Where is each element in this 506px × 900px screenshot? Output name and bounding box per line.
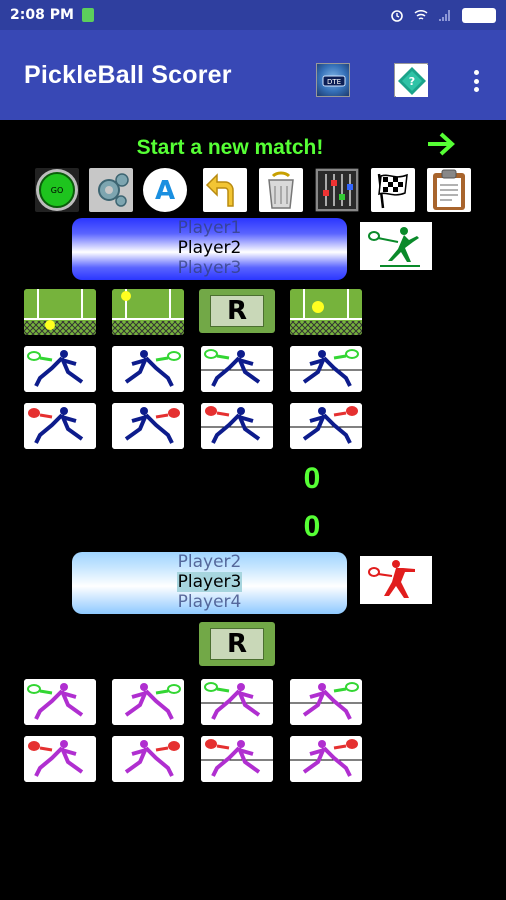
player-serve-green-icon (290, 679, 362, 725)
wifi-icon (414, 9, 428, 20)
team2-serve-green-4[interactable] (290, 679, 362, 725)
team1-serve-green-1[interactable] (24, 346, 96, 392)
tennis-court-icon (290, 289, 362, 335)
player-serve-green-icon (290, 346, 362, 392)
a-label: A (155, 176, 175, 206)
player-serve-green-icon (24, 679, 96, 725)
player-serve-red-icon (201, 403, 273, 449)
status-bar: 2:08 PM (0, 0, 506, 30)
notification-app-icon (81, 8, 94, 22)
clipboard-button[interactable] (427, 168, 471, 212)
team1-player-picker[interactable]: Player1 Player2 Player3 (72, 218, 347, 280)
help-label: ? (409, 75, 415, 88)
go-button[interactable]: GO (35, 168, 79, 212)
undo-button[interactable] (203, 168, 247, 212)
team2-serve-red-2[interactable] (112, 736, 184, 782)
app-bar: PickleBall Scorer DTE ? (0, 30, 506, 120)
status-icons (390, 7, 496, 23)
team1-serve-red-2[interactable] (112, 403, 184, 449)
go-icon: GO (36, 169, 78, 211)
team1-serve-red-1[interactable] (24, 403, 96, 449)
sliders-icon (316, 169, 358, 211)
dte-button[interactable]: DTE (316, 63, 350, 97)
team2-reset-button[interactable]: R (199, 622, 275, 666)
player-serve-red-icon (290, 736, 362, 782)
team1-reset-label: R (226, 296, 248, 326)
court-tile-2[interactable] (112, 289, 184, 335)
tennis-court-icon (112, 289, 184, 335)
team1-serve-red-4[interactable] (290, 403, 362, 449)
team2-serve-green-2[interactable] (112, 679, 184, 725)
dte-label: DTE (327, 78, 341, 86)
team1-player-image (360, 222, 432, 270)
team1-player-next[interactable]: Player3 (177, 258, 242, 278)
team1-reset-button[interactable]: R (199, 289, 275, 333)
player-serve-green-icon (201, 679, 273, 725)
tennis-court-icon (24, 289, 96, 335)
team2-player-selected[interactable]: Player3 (176, 572, 243, 592)
team1-serve-green-3[interactable] (201, 346, 273, 392)
overflow-menu-button[interactable] (466, 66, 486, 96)
letter-a-icon: A (144, 169, 186, 211)
court-tile-3[interactable] (290, 289, 362, 335)
undo-icon (205, 173, 234, 207)
clipboard-icon (433, 169, 465, 210)
team2-serve-red-1[interactable] (24, 736, 96, 782)
team2-player-next[interactable]: Player4 (177, 592, 242, 612)
help-button[interactable]: ? (394, 63, 428, 97)
team1-player-selected[interactable]: Player2 (177, 238, 242, 258)
player-serve-red-icon (290, 403, 362, 449)
alarm-icon (391, 10, 403, 22)
team1-serve-red-3[interactable] (201, 403, 273, 449)
player-serve-red-icon (24, 736, 96, 782)
status-time: 2:08 PM (10, 7, 74, 23)
gear-icon (98, 173, 129, 207)
settings-button[interactable] (89, 168, 133, 212)
green-player-icon (360, 222, 432, 270)
player-serve-green-icon (201, 346, 273, 392)
team2-player-prev[interactable]: Player2 (177, 552, 242, 572)
player-serve-green-icon (112, 346, 184, 392)
player-serve-red-icon (112, 403, 184, 449)
player-serve-red-icon (201, 736, 273, 782)
start-new-match-text[interactable]: Start a new match! (136, 136, 324, 159)
equalizer-button[interactable] (315, 168, 359, 212)
team2-player-image (360, 556, 432, 604)
team2-player-picker[interactable]: Player2 Player3 Player4 (72, 552, 347, 614)
team1-serve-green-2[interactable] (112, 346, 184, 392)
signal-icon (439, 10, 450, 21)
player-serve-green-icon (112, 679, 184, 725)
player-serve-green-icon (24, 346, 96, 392)
trash-icon (268, 171, 294, 209)
player-serve-red-icon (112, 736, 184, 782)
help-icon: ? (396, 65, 428, 97)
finish-button[interactable] (371, 168, 415, 212)
team2-serve-green-3[interactable] (201, 679, 273, 725)
team1-serve-green-4[interactable] (290, 346, 362, 392)
team2-score: 0 (303, 510, 321, 543)
court-tile-1[interactable] (24, 289, 96, 335)
red-player-icon (360, 556, 432, 604)
team2-reset-label: R (226, 629, 248, 659)
player-serve-red-icon (24, 403, 96, 449)
battery-icon (462, 7, 496, 23)
team2-serve-green-1[interactable] (24, 679, 96, 725)
checkered-flag-icon (377, 173, 408, 209)
team2-serve-red-3[interactable] (201, 736, 273, 782)
team2-serve-red-4[interactable] (290, 736, 362, 782)
go-label: GO (51, 186, 64, 195)
team1-score: 0 (303, 462, 321, 495)
dte-icon: DTE (322, 75, 346, 87)
app-title: PickleBall Scorer (24, 60, 232, 89)
arrow-right-icon[interactable] (426, 130, 456, 158)
trash-button[interactable] (259, 168, 303, 212)
font-button[interactable]: A (143, 168, 187, 212)
team1-player-prev[interactable]: Player1 (177, 218, 242, 238)
